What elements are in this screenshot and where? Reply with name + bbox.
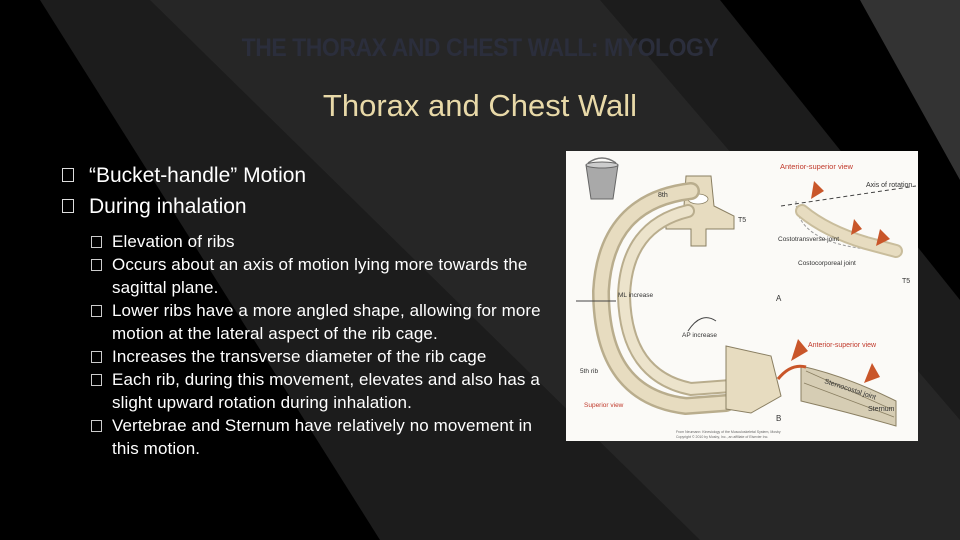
label-anterior-superior-bottom: Anterior-superior view — [808, 342, 877, 349]
label-ml-increase: ML increase — [618, 292, 654, 299]
slide-title: THE THORAX AND CHEST WALL: MYOLOGY — [241, 34, 719, 62]
bullet-item: “Bucket-handle” Motion — [62, 160, 562, 191]
label-costocorporeal: Costocorporeal joint — [798, 260, 856, 267]
bullet-box-icon — [91, 236, 102, 248]
sub-bullet-item: Elevation of ribs — [91, 230, 562, 253]
bullet-box-icon — [62, 168, 74, 182]
label-costotransverse: Costotransverse joint — [778, 236, 839, 243]
sub-bullet-text: Elevation of ribs — [112, 232, 235, 251]
rib-panel-a — [780, 181, 917, 258]
label-panel-b: B — [776, 414, 781, 423]
rib-arc — [576, 182, 738, 416]
label-rib-8: 8th — [658, 192, 668, 199]
figure-credit: From Neumann: Kinesiology of the Musculo… — [676, 430, 781, 434]
label-axis-of-rotation: Axis of rotation — [866, 182, 912, 189]
slide-subtitle: Thorax and Chest Wall — [322, 88, 638, 123]
sub-bullet-text: Vertebrae and Sternum have relatively no… — [112, 416, 533, 458]
bucket-icon — [585, 157, 619, 200]
label-sternum: Sternum — [868, 406, 895, 413]
sub-bullet-text: Occurs about an axis of motion lying mor… — [112, 255, 528, 297]
vertebra — [665, 175, 735, 247]
sub-bullet-item: Lower ribs have a more angled shape, all… — [91, 299, 562, 345]
label-rib-5: 5th rib — [580, 368, 598, 375]
label-ap-increase: AP increase — [682, 332, 717, 339]
label-t5-upper: T5 — [738, 217, 746, 224]
bullet-item: During inhalation — [62, 191, 562, 222]
bullet-box-icon — [91, 305, 102, 317]
label-superior-view: Superior view — [584, 402, 624, 409]
sub-bullet-item: Each rib, during this movement, elevates… — [91, 368, 562, 414]
bullet-list: “Bucket-handle” Motion During inhalation… — [62, 160, 562, 460]
bullet-box-icon — [91, 259, 102, 271]
label-t5-right: T5 — [902, 278, 910, 285]
bullet-box-icon — [91, 374, 102, 386]
sub-bullet-text: Lower ribs have a more angled shape, all… — [112, 301, 541, 343]
bullet-box-icon — [91, 420, 102, 432]
sub-bullet-item: Vertebrae and Sternum have relatively no… — [91, 414, 562, 460]
sternum-panel-b — [725, 339, 897, 427]
rib-motion-figure: Anterior-superior view Axis of rotation … — [566, 151, 918, 441]
bullet-box-icon — [62, 199, 74, 213]
sub-bullet-text: Each rib, during this movement, elevates… — [112, 370, 540, 412]
figure-copyright: Copyright © 2010 by Mosby, Inc., an affi… — [676, 435, 768, 439]
bullet-text: During inhalation — [89, 195, 247, 218]
sub-bullet-text: Increases the transverse diameter of the… — [112, 347, 487, 366]
sub-bullet-item: Occurs about an axis of motion lying mor… — [91, 253, 562, 299]
bullet-box-icon — [91, 351, 102, 363]
label-panel-a: A — [776, 294, 782, 303]
sub-bullet-list: Elevation of ribs Occurs about an axis o… — [62, 230, 562, 460]
label-anterior-superior-top: Anterior-superior view — [780, 162, 854, 171]
sub-bullet-item: Increases the transverse diameter of the… — [91, 345, 562, 368]
bullet-text: “Bucket-handle” Motion — [89, 164, 307, 187]
